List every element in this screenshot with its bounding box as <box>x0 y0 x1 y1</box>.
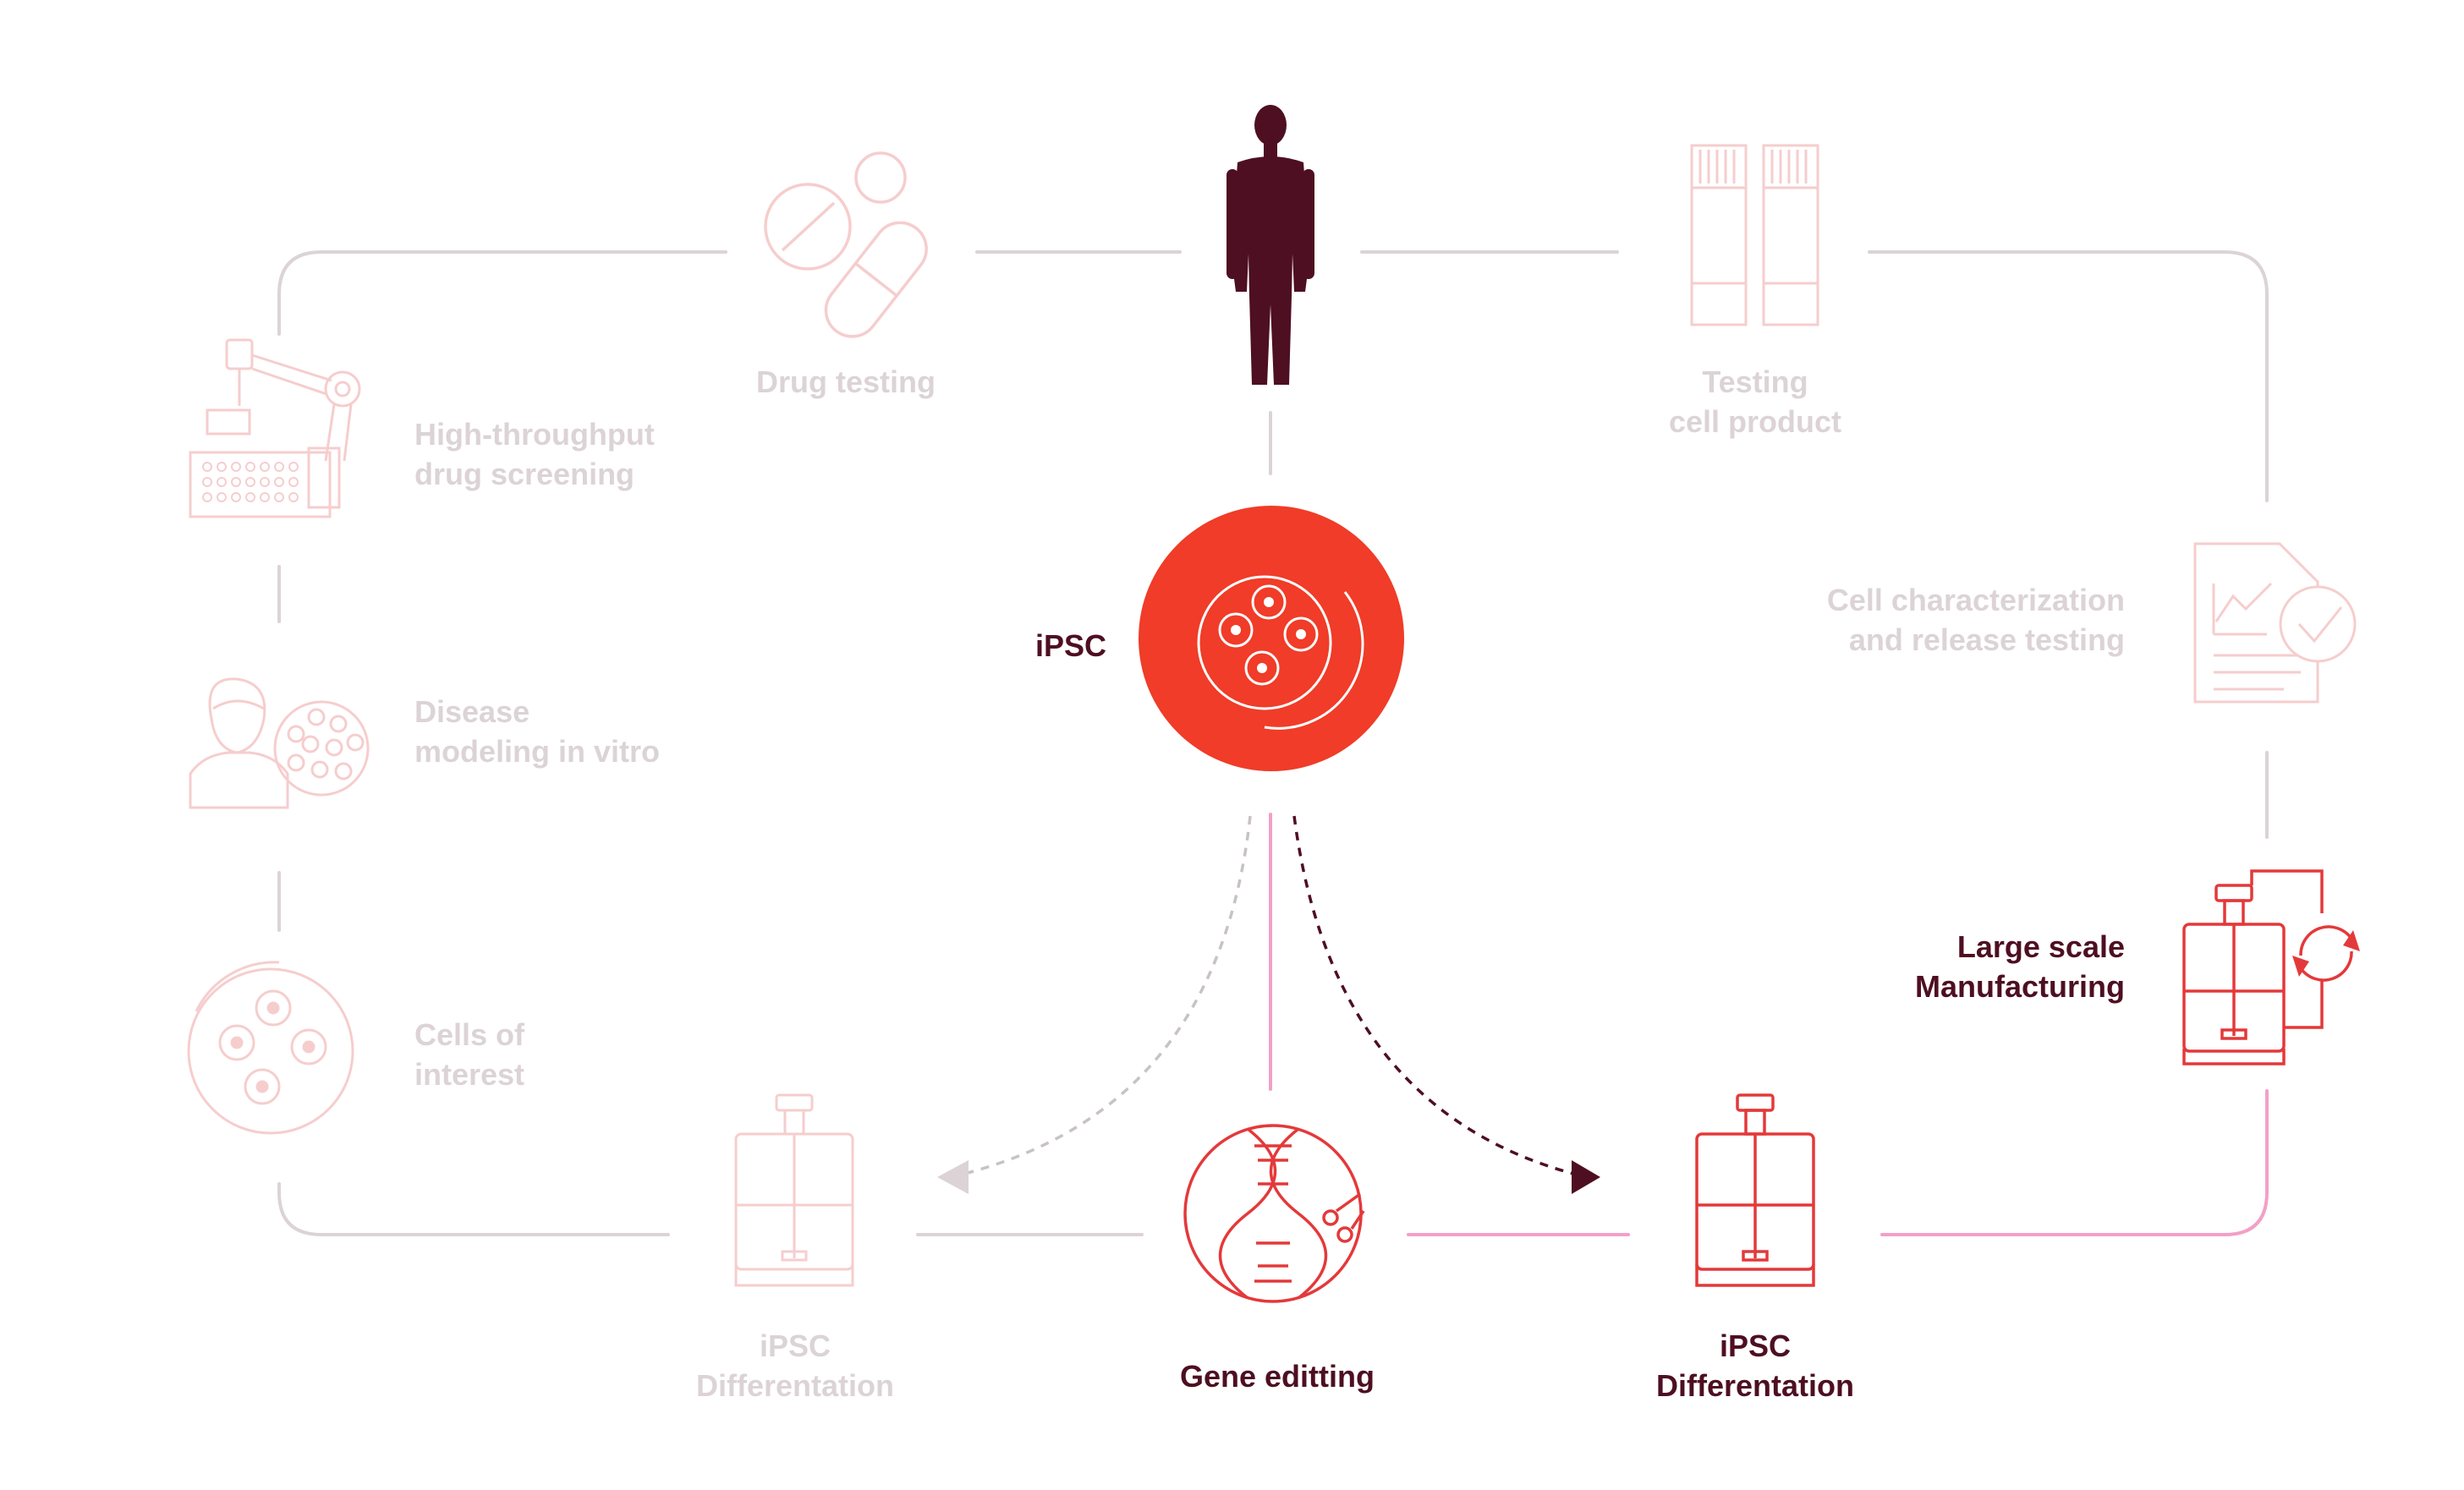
drug-testing-label: Drug testing <box>756 364 936 399</box>
disease-modeling-line-2: modeling in vitro <box>414 734 661 769</box>
ipsc-dish-icon <box>1139 506 1404 771</box>
report-check-icon <box>2193 542 2357 704</box>
cells-of-interest-label: Cells of interest <box>414 1015 524 1094</box>
large-scale-line-2: Manufacturing <box>1915 969 2125 1004</box>
test-tubes-icon <box>1690 144 1819 326</box>
disease-modeling-label: Disease modeling in vitro <box>414 692 660 771</box>
testing-cell-product-label: Testing cell product <box>1620 362 1891 441</box>
pills-icon <box>764 151 928 338</box>
cells-of-interest-line-2: interest <box>414 1057 525 1092</box>
ipsc-diff-active-line-1: iPSC <box>1719 1328 1792 1363</box>
cycle-outline <box>277 250 2269 1236</box>
disease-modeling-line-1: Disease <box>414 694 530 729</box>
ipsc-diff-active-label: iPSC Differentation <box>1620 1326 1891 1405</box>
ipsc-diff-faded-line-1: iPSC <box>759 1328 831 1363</box>
high-throughput-line-2: drug screening <box>414 457 635 491</box>
cell-characterization-line-2: and release testing <box>1848 622 2125 657</box>
high-throughput-line-1: High-throughput <box>414 417 655 452</box>
cell-characterization-line-1: Cell characterization <box>1826 583 2125 617</box>
ipsc-diff-faded-line-2: Differentation <box>696 1368 894 1403</box>
dashed-arrow-faded <box>937 815 1252 1194</box>
bioreactor-icon <box>734 1093 854 1287</box>
petri-dish-icon <box>187 961 354 1135</box>
testing-cell-product-line-2: cell product <box>1668 404 1842 439</box>
dashed-arrow-active <box>1292 815 1600 1194</box>
bioreactor-cycle-icon <box>2182 869 2360 1065</box>
high-throughput-label: High-throughput drug screening <box>414 414 655 494</box>
ipsc-diff-active-line-2: Differentation <box>1656 1368 1854 1403</box>
robot-arm-plate-icon <box>189 338 361 518</box>
large-scale-line-1: Large scale <box>1956 929 2125 964</box>
cell-characterization-label: Cell characterization and release testin… <box>1776 580 2125 660</box>
human-figure-icon <box>1227 105 1314 385</box>
large-scale-label: Large scale Manufacturing <box>1819 927 2125 1006</box>
person-cells-icon <box>189 677 370 809</box>
bioreactor-active-icon <box>1695 1093 1815 1287</box>
active-path <box>1269 813 2269 1236</box>
testing-cell-product-line-1: Testing <box>1702 364 1808 399</box>
ipsc-diff-faded-label: iPSC Differentation <box>660 1326 930 1405</box>
gene-editing-label: Gene editting <box>1179 1359 1375 1394</box>
cells-of-interest-line-1: Cells of <box>414 1017 525 1052</box>
dna-scissors-icon <box>1183 1124 1365 1303</box>
ipsc-label: iPSC <box>1034 628 1106 663</box>
